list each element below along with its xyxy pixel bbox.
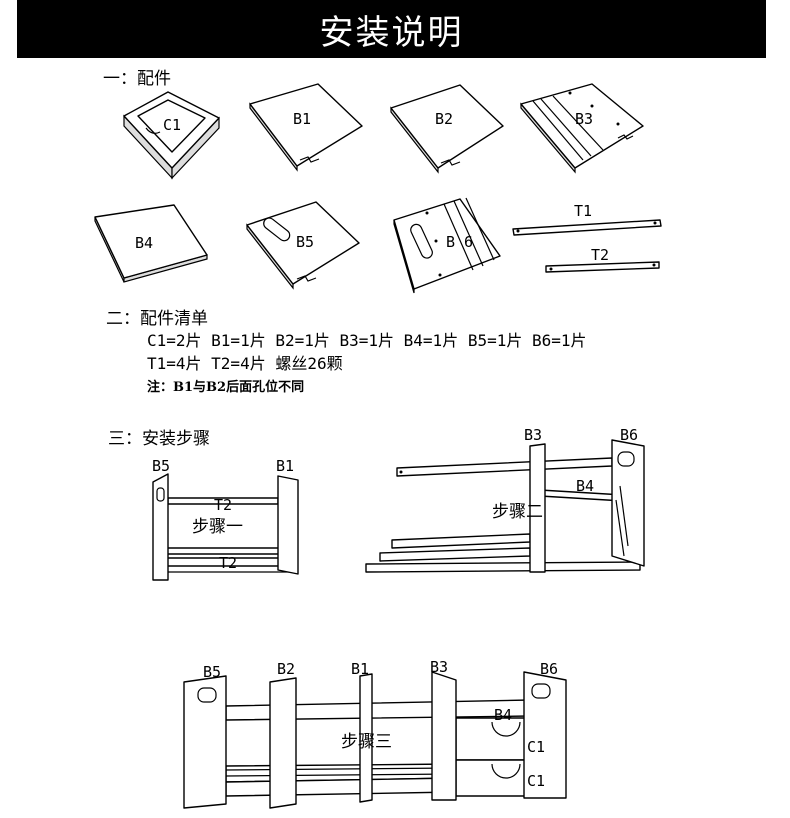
step3-b1-label: B1 <box>351 660 369 678</box>
step1-label: 步骤一 <box>192 517 243 537</box>
part-c1-drawing: C1 <box>123 91 220 180</box>
step2-b6-label: B6 <box>620 426 638 444</box>
parts-note: 注：B1与B2后面孔位不同 <box>147 380 305 395</box>
part-b6-drawing: B 6 <box>393 197 501 294</box>
step3-c1-lower-label: C1 <box>527 772 545 790</box>
step3-b5-label: B5 <box>203 663 221 681</box>
step2-b4-label: B4 <box>576 477 594 495</box>
parts-list-line-1: C1=2片 B1=1片 B2=1片 B3=1片 B4=1片 B5=1片 B6=1… <box>147 331 587 350</box>
step1-drawing: B5 B1 T2 T2 步骤一 <box>152 457 299 581</box>
part-b4-label: B4 <box>135 234 153 252</box>
step1-t2-top-label: T2 <box>214 496 232 514</box>
part-b2-drawing: B2 <box>390 84 504 174</box>
step1-b5-label: B5 <box>152 457 170 475</box>
page-title: 安装说明 <box>319 12 464 53</box>
parts-list-line-2: T1=4片 T2=4片 螺丝26颗 <box>147 354 343 373</box>
part-t2-drawing: T2 <box>545 246 660 273</box>
step3-b2-label: B2 <box>277 660 295 678</box>
section-parts-list-heading: 二：配件清单 <box>106 309 208 329</box>
step3-b3-label: B3 <box>430 658 448 676</box>
part-b6-label: B 6 <box>446 233 473 251</box>
step2-label: 步骤二 <box>492 502 543 522</box>
part-t2-label: T2 <box>591 246 609 264</box>
part-b5-drawing: B5 <box>246 201 360 290</box>
step2-drawing: B3 B6 B4 步骤二 <box>365 426 645 573</box>
section-parts-heading: 一：配件 <box>103 69 171 89</box>
step1-t2-bottom-label: T2 <box>219 554 237 572</box>
part-b4-drawing: B4 <box>94 204 208 283</box>
step3-b4-label: B4 <box>494 706 512 724</box>
part-c1-label: C1 <box>163 116 181 134</box>
part-b5-label: B5 <box>296 233 314 251</box>
part-t1-drawing: T1 <box>512 202 662 236</box>
step1-b1-label: B1 <box>276 457 294 475</box>
step2-b3-label: B3 <box>524 426 542 444</box>
title-banner: 安装说明 <box>17 0 766 58</box>
section-steps-heading: 三：安装步骤 <box>108 429 210 449</box>
part-b2-label: B2 <box>435 110 453 128</box>
step3-c1-upper-label: C1 <box>527 738 545 756</box>
part-b3-drawing: B3 <box>520 83 644 174</box>
part-b3-label: B3 <box>575 110 593 128</box>
step3-drawing: B5 B2 B1 B3 B6 B4 C1 C1 步骤三 <box>183 658 567 809</box>
step3-label: 步骤三 <box>341 732 392 752</box>
part-t1-label: T1 <box>574 202 592 220</box>
step3-b6-label: B6 <box>540 660 558 678</box>
part-b1-drawing: B1 <box>249 83 363 172</box>
part-b1-label: B1 <box>293 110 311 128</box>
